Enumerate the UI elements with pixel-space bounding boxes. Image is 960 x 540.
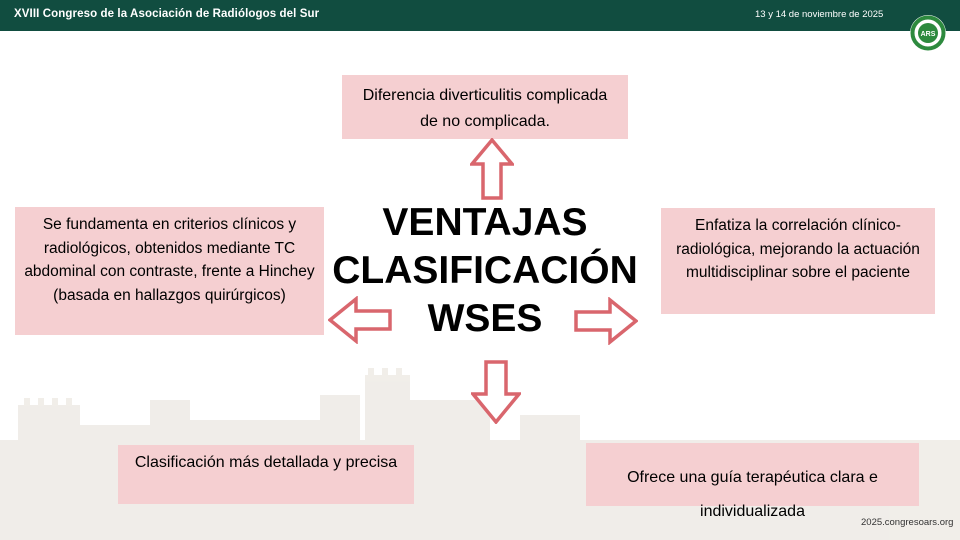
arrow-right-icon — [574, 297, 638, 345]
title-line-3: WSES — [427, 297, 543, 340]
arrow-up-icon — [470, 138, 514, 200]
arrow-left-icon — [328, 296, 392, 344]
congress-date: 13 y 14 de noviembre de 2025 — [755, 9, 884, 20]
box-bottom-left: Clasificación más detallada y precisa — [118, 445, 414, 504]
title-line-2: CLASIFICACIÓN — [332, 249, 638, 292]
main-title: VENTAJAS CLASIFICACIÓN WSES — [325, 199, 645, 343]
congress-title: XVIII Congreso de la Asociación de Radió… — [14, 8, 320, 20]
ars-logo: ARS — [910, 15, 946, 51]
footer-url: 2025.congresoars.org — [861, 517, 954, 528]
box-bottom-right: Ofrece una guía terapéutica clara e indi… — [586, 443, 919, 520]
title-line-1: VENTAJAS — [382, 201, 588, 244]
box-top: Diferencia diverticulitis complicada de … — [342, 75, 628, 139]
arrow-down-icon — [471, 360, 521, 424]
box-left: Se fundamenta en criterios clínicos y ra… — [15, 207, 324, 335]
logo-text: ARS — [921, 31, 936, 38]
box-right: Enfatiza la correlación clínico-radiológ… — [661, 208, 935, 314]
header-bar: XVIII Congreso de la Asociación de Radió… — [0, 0, 960, 31]
